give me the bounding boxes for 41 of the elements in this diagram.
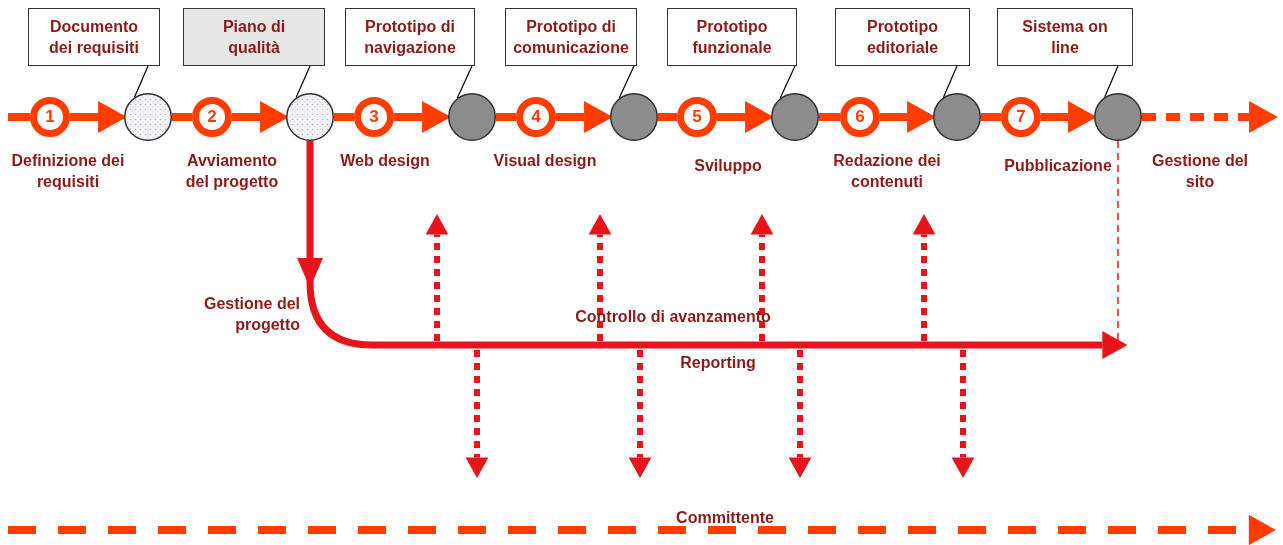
deliverable-box: Piano di qualità xyxy=(183,8,325,66)
deliverable-box: Prototipo funzionale xyxy=(667,8,797,66)
milestone-circle xyxy=(610,93,658,141)
phase-label: Gestione del sito xyxy=(1151,151,1249,192)
step-circle: 7 xyxy=(1001,97,1041,137)
milestone-circle xyxy=(933,93,981,141)
step-circle: 5 xyxy=(677,97,717,137)
step-circle: 1 xyxy=(30,97,70,137)
step-circle: 6 xyxy=(840,97,880,137)
step-circle: 3 xyxy=(354,97,394,137)
leader-line xyxy=(295,65,311,98)
step-circle: 4 xyxy=(516,97,556,137)
milestone-circle xyxy=(124,93,172,141)
leader-line xyxy=(779,65,796,99)
line-label: Reporting xyxy=(680,353,756,373)
phase-label: Avviamento del progetto xyxy=(184,151,280,192)
deliverable-box: Documento dei requisiti xyxy=(28,8,160,66)
line-label: Controllo di avanzamento xyxy=(575,307,771,327)
leader-line xyxy=(1104,65,1119,98)
milestone-circle xyxy=(1094,93,1142,141)
leader-line xyxy=(456,65,473,99)
phase-label: Redazione dei contenuti xyxy=(832,151,942,192)
milestone-circle xyxy=(771,93,819,141)
deliverable-box: Prototipo editoriale xyxy=(835,8,970,66)
arrow xyxy=(1142,101,1278,133)
phase-label: Pubblicazione xyxy=(1003,156,1113,176)
milestone-circle xyxy=(286,93,334,141)
step-circle: 2 xyxy=(192,97,232,137)
phase-label: Web design xyxy=(339,151,431,171)
line-label: Committente xyxy=(676,508,774,528)
phase-label: Gestione del progetto xyxy=(202,294,300,335)
leader-line xyxy=(618,65,635,99)
phase-label: Definizione dei requisiti xyxy=(10,151,126,192)
leader-line xyxy=(942,65,958,98)
leader-line xyxy=(133,65,149,98)
deliverable-box: Prototipo di navigazione xyxy=(345,8,475,66)
deliverable-box: Sistema on line xyxy=(997,8,1133,66)
phase-label: Visual design xyxy=(492,151,598,171)
deliverable-box: Prototipo di comunicazione xyxy=(505,8,637,66)
milestone-circle xyxy=(448,93,496,141)
phase-label: Sviluppo xyxy=(693,156,763,176)
